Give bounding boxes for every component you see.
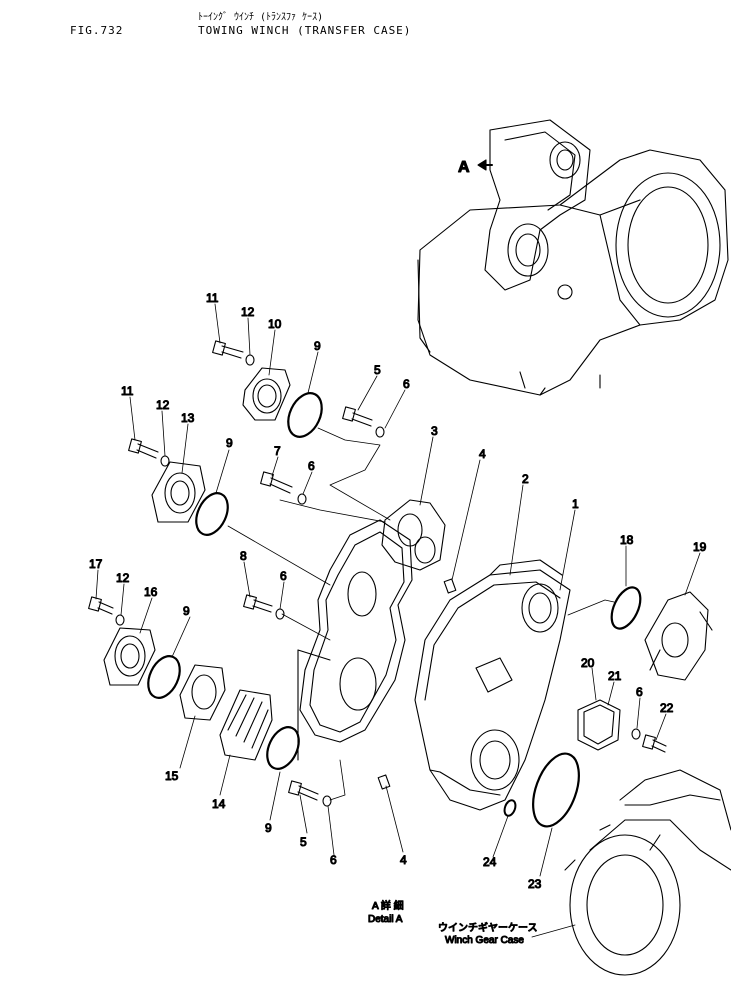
callout-12: 12 xyxy=(116,571,130,585)
winch-assembly-overview xyxy=(417,119,729,396)
o-ring-24 xyxy=(503,799,517,817)
callout-12: 12 xyxy=(241,305,255,319)
winch-gear-case-label-jp: ウインチギヤーケース xyxy=(438,922,538,934)
bolt-11-lower xyxy=(128,438,159,459)
callout-9: 9 xyxy=(226,436,233,450)
callout-24: 24 xyxy=(483,855,497,869)
cover-10 xyxy=(242,367,291,421)
cover-13 xyxy=(151,461,206,523)
o-ring-18 xyxy=(610,586,642,630)
callout-6: 6 xyxy=(636,685,643,699)
callout-9: 9 xyxy=(183,604,190,618)
view-a-label: A xyxy=(458,159,470,176)
callout-15: 15 xyxy=(165,769,179,783)
washer-12-upper xyxy=(245,354,255,366)
o-ring-9-upper xyxy=(287,392,323,438)
callout-22: 22 xyxy=(660,701,674,715)
callout-14: 14 xyxy=(212,797,226,811)
o-ring-23 xyxy=(532,752,580,828)
detail-label-en: Detail A xyxy=(368,914,403,925)
bolt-8 xyxy=(243,594,273,613)
gasket-3 xyxy=(381,499,446,571)
callout-9: 9 xyxy=(314,339,321,353)
callout-2: 2 xyxy=(522,472,529,486)
callout-7: 7 xyxy=(274,444,281,458)
detail-label-jp: A 詳 細 xyxy=(372,899,404,912)
view-a-arrow xyxy=(477,159,493,171)
housing-19 xyxy=(644,591,713,681)
callout-11: 11 xyxy=(206,291,219,305)
bolt-5-lower xyxy=(288,780,319,801)
callout-4: 4 xyxy=(400,853,407,867)
callout-8: 8 xyxy=(240,549,247,563)
callout-9: 9 xyxy=(265,821,272,835)
callout-numbers: 11 12 10 9 5 6 11 12 13 3 9 7 4 6 2 1 18… xyxy=(88,290,707,891)
bolt-7 xyxy=(260,471,293,494)
callout-23: 23 xyxy=(528,877,542,891)
callout-3: 3 xyxy=(431,424,438,438)
transfer-case-1-2 xyxy=(414,559,571,811)
callout-19: 19 xyxy=(693,540,707,554)
callout-21: 21 xyxy=(608,669,622,683)
callout-6: 6 xyxy=(403,377,410,391)
title-japanese: ﾄｰｲﾝｸﾞ ｳｲﾝﾁ (ﾄﾗﾝｽﾌｧ ｹｰｽ) xyxy=(198,12,324,23)
dowel-pin-4-upper xyxy=(443,578,457,594)
o-ring-9-lower-left xyxy=(147,655,181,699)
leader-lines xyxy=(95,303,701,938)
callout-12: 12 xyxy=(156,398,170,412)
title-english: TOWING WINCH (TRANSFER CASE) xyxy=(198,24,412,37)
o-ring-9-middle xyxy=(195,492,229,536)
callout-17: 17 xyxy=(89,557,103,571)
winch-gear-case-label-en: Winch Gear Case xyxy=(445,935,524,946)
washer-6-right xyxy=(631,728,641,740)
callout-1: 1 xyxy=(572,497,579,511)
callout-10: 10 xyxy=(268,317,282,331)
callout-6: 6 xyxy=(330,853,337,867)
winch-gear-case xyxy=(564,769,731,976)
bolt-11-upper xyxy=(212,340,244,359)
o-ring-9-lower xyxy=(266,726,300,770)
callout-6: 6 xyxy=(308,459,315,473)
callout-5: 5 xyxy=(300,835,307,849)
dowel-pin-4-lower xyxy=(377,774,391,790)
callout-20: 20 xyxy=(581,656,595,670)
seal-14 xyxy=(219,689,273,761)
transfer-plate xyxy=(297,519,413,761)
callout-18: 18 xyxy=(620,533,634,547)
retainer-15 xyxy=(179,664,226,721)
callout-16: 16 xyxy=(144,585,158,599)
washer-12-middle xyxy=(160,455,170,467)
figure-number: FIG.732 xyxy=(70,24,124,37)
bolt-22 xyxy=(642,734,667,753)
callout-13: 13 xyxy=(181,411,195,425)
washer-6-middle xyxy=(297,493,307,505)
callout-6: 6 xyxy=(280,569,287,583)
bolt-5-upper xyxy=(342,406,373,427)
callout-5: 5 xyxy=(374,363,381,377)
washer-6-bottom xyxy=(322,795,332,807)
washer-12-lower xyxy=(115,614,125,626)
callout-11: 11 xyxy=(121,384,134,398)
cover-plate-20 xyxy=(577,699,621,751)
washer-6-upper xyxy=(375,426,385,438)
bolt-17 xyxy=(88,596,114,615)
callout-4: 4 xyxy=(479,447,486,461)
cover-16 xyxy=(103,627,156,686)
